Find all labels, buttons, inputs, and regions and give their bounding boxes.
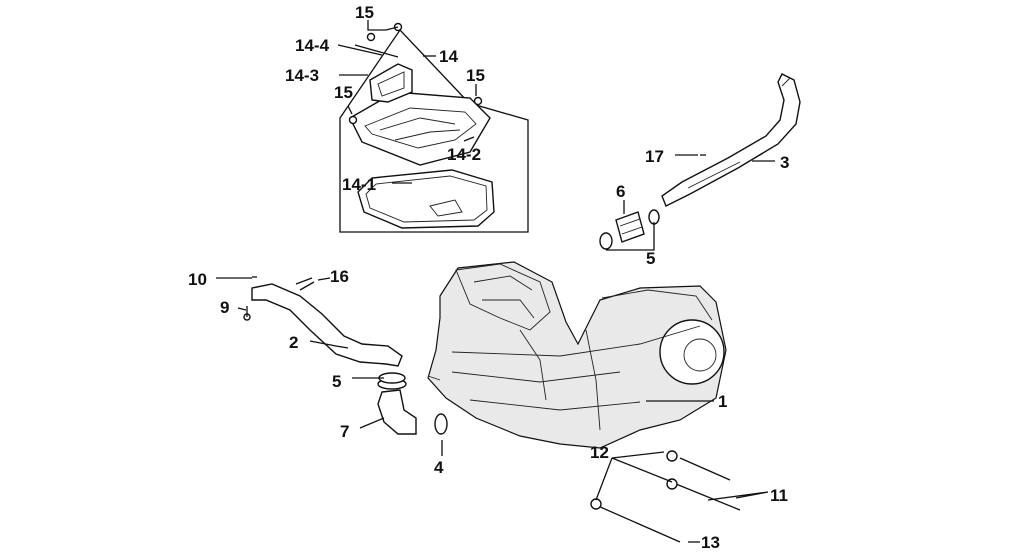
callout-3: 3 (780, 153, 789, 172)
callout-1: 1 (718, 392, 727, 411)
callout-6: 6 (616, 182, 625, 201)
air-box-inset (339, 22, 529, 233)
joint-sleeve (599, 209, 660, 250)
callout-9: 9 (220, 298, 229, 317)
callout-14-4: 14-4 (295, 36, 330, 55)
callout-2: 2 (289, 333, 298, 352)
callout-14-1: 14-1 (342, 175, 376, 194)
air-box-gasket (357, 169, 495, 229)
callout-12: 12 (590, 443, 609, 462)
callout-16: 16 (330, 267, 349, 286)
callout-13: 13 (701, 533, 720, 552)
elbow-hose (377, 378, 417, 435)
callout-14-3: 14-3 (285, 66, 319, 85)
callout-11: 11 (770, 486, 788, 505)
bolts (590, 450, 741, 543)
clutch-cover (659, 319, 725, 385)
coolant-hose (243, 283, 403, 367)
callout-14-2: 14-2 (447, 145, 481, 164)
callout-4: 4 (434, 458, 444, 477)
callout-15-left: 15 (334, 83, 353, 102)
engine-assembly (427, 261, 727, 449)
hose-clamp-4 (434, 413, 448, 435)
callout-5-upper: 5 (646, 249, 655, 268)
air-intake-pipe (661, 73, 801, 207)
inset-frame (339, 28, 529, 233)
callout-15-top: 15 (355, 3, 374, 22)
leader-lines (216, 20, 775, 543)
callout-14: 14 (439, 47, 458, 66)
callout-17: 17 (645, 147, 664, 166)
callout-7: 7 (340, 422, 349, 441)
callout-5-lower: 5 (332, 372, 341, 391)
callout-15-right: 15 (466, 66, 485, 85)
callout-10: 10 (188, 270, 207, 289)
